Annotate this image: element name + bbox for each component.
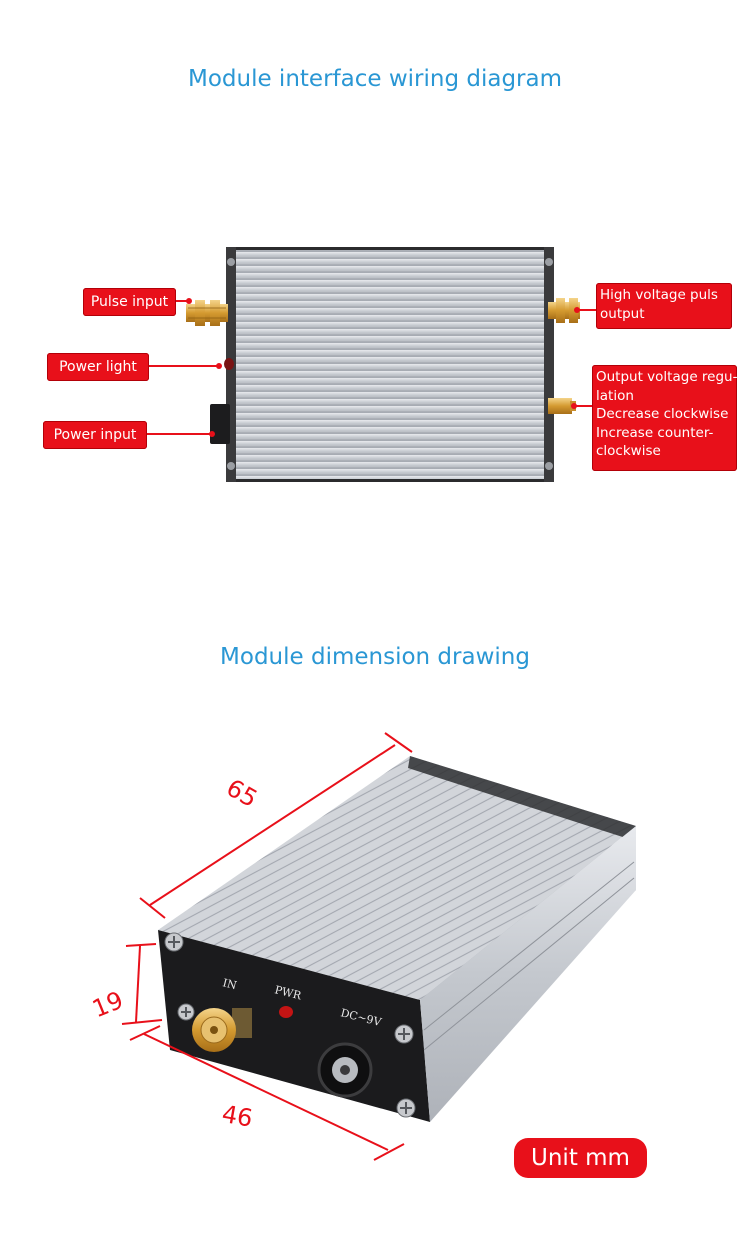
- hv-output-line-1: High voltage puls: [600, 287, 718, 303]
- sma-connector-front-icon: [192, 1008, 252, 1052]
- module-3d-view: IN PWR DC~9V: [158, 756, 636, 1122]
- dimension-height-label: 19: [88, 986, 127, 1023]
- hv-output-line-2: output: [600, 305, 645, 322]
- label-power-light: Power light: [47, 353, 149, 381]
- dc-jack-front-icon: [317, 1042, 373, 1098]
- power-input-leader: [146, 431, 215, 437]
- hv-output-leader: [574, 307, 597, 313]
- label-power-input: Power input: [43, 421, 147, 449]
- sma-output-connector-icon: [548, 298, 580, 323]
- dimension-width-label: 46: [220, 1100, 255, 1133]
- sma-input-connector-icon: [186, 300, 228, 326]
- pwr-led-icon: [279, 1006, 293, 1018]
- dimension-drawing-title: Module dimension drawing: [220, 644, 530, 670]
- panel-marking-in: IN: [221, 976, 238, 992]
- module-top-view: [186, 247, 580, 482]
- dimension-length-label: 65: [222, 774, 262, 814]
- pulse-input-leader: [175, 298, 192, 304]
- label-pulse-input: Pulse input: [83, 288, 176, 316]
- voltage-regulation-line-1: Output voltage regu-: [596, 369, 738, 385]
- wiring-diagram-title: Module interface wiring diagram: [187, 66, 562, 92]
- dimension-lines: [121, 732, 413, 1161]
- voltage-regulation-line-5: clockwise: [596, 443, 661, 459]
- power-led-icon: [224, 358, 234, 370]
- voltage-regulation-line-2: lation: [596, 387, 634, 404]
- voltage-regulation-line-3: Decrease clockwise: [596, 406, 729, 422]
- dc-jack-icon: [210, 404, 230, 444]
- voltage-regulation-line-4: Increase counter-: [596, 424, 714, 441]
- label-hv-output: High voltage puls output: [596, 283, 732, 329]
- unit-badge: Unit mm: [514, 1138, 647, 1178]
- label-voltage-regulation: Output voltage regu- lation Decrease clo…: [592, 365, 737, 471]
- power-light-leader: [148, 363, 222, 369]
- voltage-regulation-leader: [571, 403, 592, 409]
- panel-screw-icon: [164, 932, 416, 1118]
